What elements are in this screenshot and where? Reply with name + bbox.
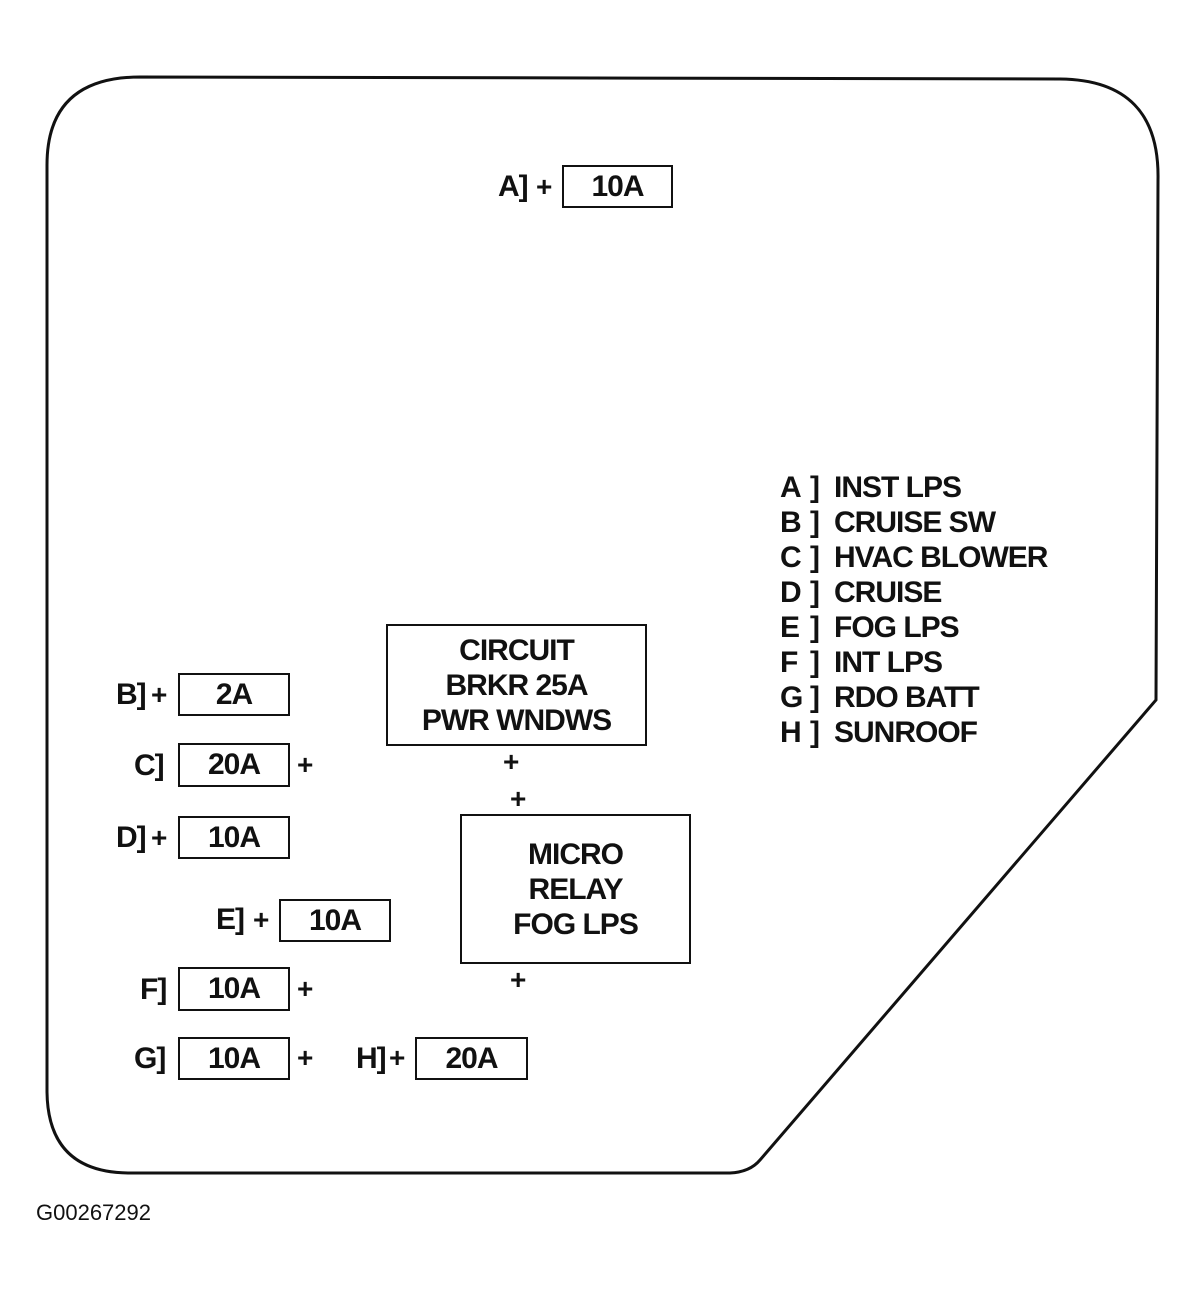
micro-relay-plus-top: + [510,783,527,814]
fuse-g-plus: + [297,1042,314,1073]
fuse-a: 10A [562,165,673,208]
legend-letter: H [780,715,802,749]
circuit-breaker-box: CIRCUIT BRKR 25A PWR WNDWS [386,624,647,746]
legend-label: CRUISE [834,575,942,609]
fuse-h-label: H] [356,1042,387,1075]
fuse-d-label: D] [116,821,147,854]
legend-letter: G [780,680,803,714]
legend-row: H] SUNROOF [780,715,1047,750]
fuse-c-plus: + [297,749,314,780]
micro-relay-line-3: FOG LPS [513,907,639,941]
micro-relay-plus-bottom: + [510,964,527,995]
fuse-e: 10A [279,899,391,942]
legend-label: INT LPS [834,645,943,679]
legend-label: SUNROOF [834,715,978,749]
legend-label: CRUISE SW [834,505,996,539]
micro-relay-line-2: RELAY [528,872,624,906]
fuse-d: 10A [178,816,290,859]
fuse-b-plus: + [151,679,168,710]
legend-row: D] CRUISE [780,575,1047,610]
fuse-a-plus: + [536,171,553,202]
legend-row: A] INST LPS [780,470,1047,505]
fuse-e-plus: + [253,904,270,935]
legend-letter: A [780,470,802,504]
circuit-breaker-plus: + [503,746,520,777]
legend-row: F] INT LPS [780,645,1047,680]
fuse-g: 10A [178,1037,290,1080]
legend-bracket: ] [810,680,820,714]
legend-row: G] RDO BATT [780,680,1047,715]
micro-relay-line-1: MICRO [528,837,624,871]
fuse-c: 20A [178,743,290,787]
legend-label: INST LPS [834,470,962,504]
circuit-breaker-line-3: PWR WNDWS [421,703,612,737]
fuse-legend: A]INST LPS B]CRUISE SW C]HVAC BLOWER D]C… [780,470,1048,750]
legend-row: C] HVAC BLOWER [780,540,1048,575]
legend-label: HVAC BLOWER [834,540,1048,574]
legend-letter: D [780,575,802,609]
legend-letter: E [780,610,800,644]
fuse-f: 10A [178,967,290,1011]
circuit-breaker-line-2: BRKR 25A [445,668,588,702]
legend-bracket: ] [810,505,820,539]
legend-letter: F [780,645,798,679]
legend-bracket: ] [810,610,820,644]
legend-bracket: ] [810,645,820,679]
legend-bracket: ] [810,540,820,574]
legend-bracket: ] [810,470,820,504]
circuit-breaker-line-1: CIRCUIT [459,633,575,667]
fuse-e-label: E] [216,903,245,936]
fuse-d-plus: + [151,822,168,853]
legend-letter: B [780,505,802,539]
fuse-f-label: F] [140,973,167,1006]
legend-bracket: ] [810,715,820,749]
legend-row: B] CRUISE SW [780,505,1047,540]
fuse-b: 2A [178,673,290,716]
legend-letter: C [780,540,802,574]
micro-relay-box: MICRO RELAY FOG LPS [460,814,691,964]
legend-label: FOG LPS [834,610,960,644]
legend-bracket: ] [810,575,820,609]
fuse-f-plus: + [297,973,314,1004]
fuse-h-plus: + [389,1042,406,1073]
fuse-c-label: C] [134,749,165,782]
legend-row: E] FOG LPS [780,610,1047,645]
fuse-h: 20A [415,1037,528,1080]
fuse-a-label: A] [498,170,529,203]
fuse-g-label: G] [134,1042,166,1075]
figure-id: G00267292 [36,1200,151,1225]
fuse-b-label: B] [116,678,147,711]
legend-label: RDO BATT [834,680,980,714]
